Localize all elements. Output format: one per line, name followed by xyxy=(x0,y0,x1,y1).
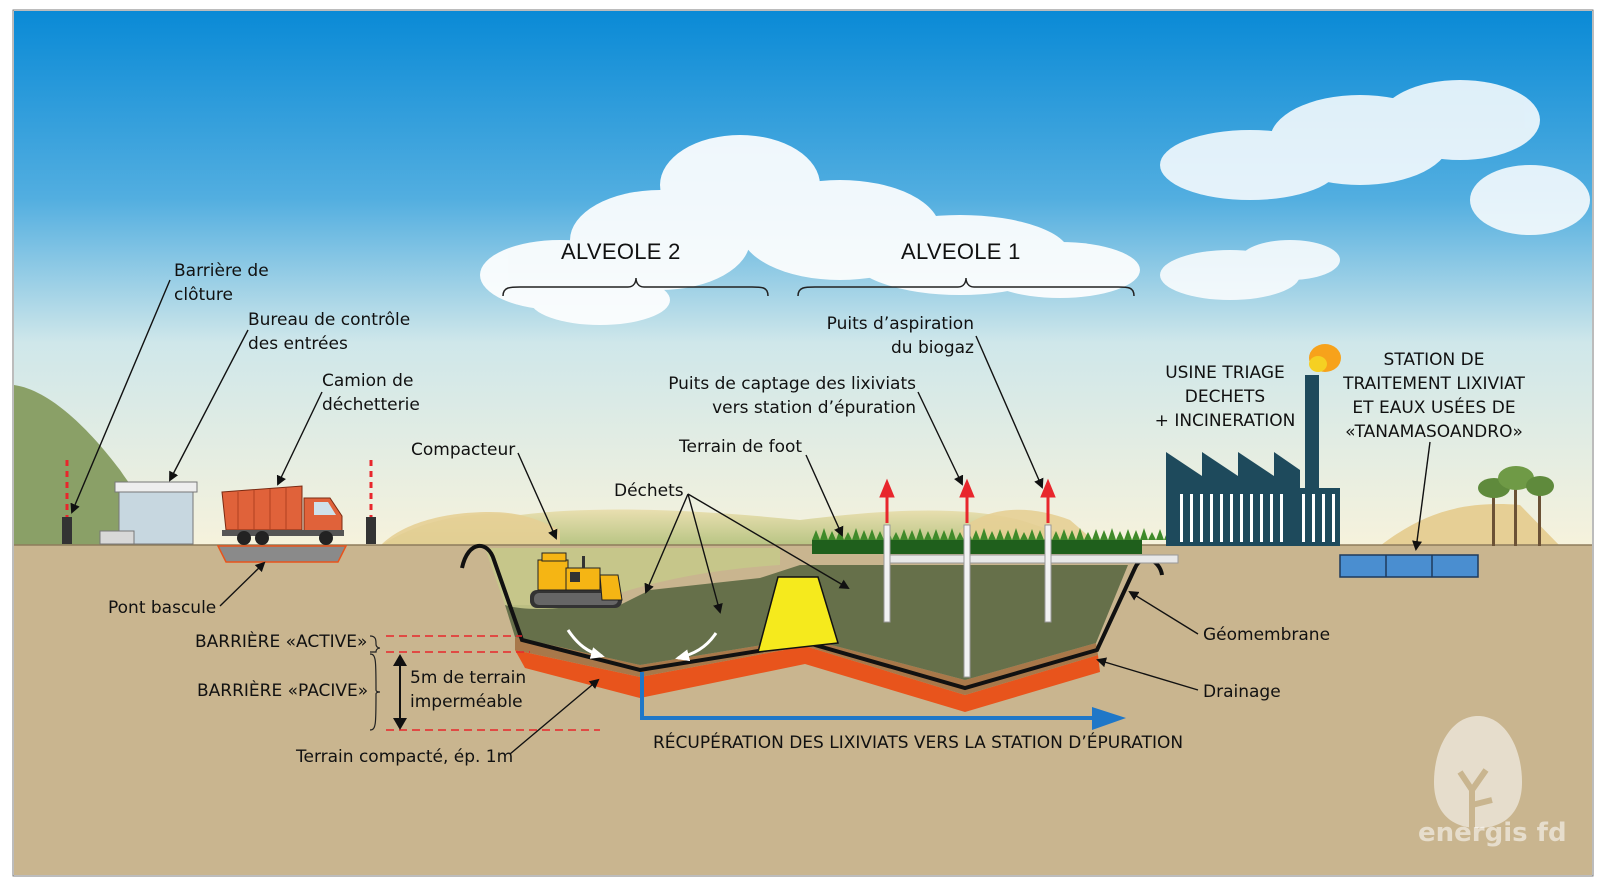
garbage-truck-icon xyxy=(221,485,344,545)
dechets-label: Déchets xyxy=(614,481,684,501)
well-3 xyxy=(1044,524,1052,623)
flow-arrow-left xyxy=(566,629,605,659)
treatment-basins-icon xyxy=(1339,554,1479,578)
brace-alveole-1 xyxy=(797,277,1135,297)
compacted-layer xyxy=(515,646,1100,712)
well-1 xyxy=(883,524,891,623)
brace-passive xyxy=(369,653,381,731)
fence-barrier-icon xyxy=(62,460,376,544)
terrain-compacte-label: Terrain compacté, ép. 1m xyxy=(296,747,514,767)
compactor-icon xyxy=(530,552,623,608)
factory-icon xyxy=(1166,375,1340,546)
brace-alveole-2 xyxy=(502,277,769,297)
leachate-flow-arrow xyxy=(640,672,1126,730)
frame xyxy=(12,9,1594,877)
separation-dike xyxy=(756,576,839,653)
barriere-active-label: BARRIÈRE «ACTIVE» xyxy=(195,632,368,652)
barriere-passive-label: BARRIÈRE «PACIVE» xyxy=(197,681,369,701)
weighbridge-icon xyxy=(216,545,348,563)
flow-arrow-right xyxy=(675,632,718,662)
well-2 xyxy=(963,524,971,678)
collection-pipe xyxy=(887,554,1179,564)
cloud-right xyxy=(1160,80,1590,300)
compacteur-label: Compacteur xyxy=(411,440,516,460)
pointer-lines xyxy=(70,279,1431,755)
football-field xyxy=(812,528,1180,554)
control-office-icon xyxy=(99,481,198,545)
recuperation-label: RÉCUPÉRATION DES LIXIVIATS VERS LA STATI… xyxy=(653,733,1184,753)
depth-double-arrow xyxy=(393,654,407,730)
cloud-center xyxy=(480,135,1140,325)
watermark-text: energis fd xyxy=(1418,818,1567,848)
drainage-layer xyxy=(515,637,1098,695)
biogaz-arrow xyxy=(879,478,1056,523)
trees-icon xyxy=(1478,466,1554,546)
pont-bascule-label: Pont bascule xyxy=(108,598,217,618)
energis-logo-icon xyxy=(1434,716,1522,828)
drainage-label: Drainage xyxy=(1203,682,1281,702)
terrain-foot-label: Terrain de foot xyxy=(679,437,803,457)
brace-active xyxy=(369,635,381,653)
flame-icon xyxy=(1309,344,1341,372)
alveole-2-title: ALVEOLE 2 xyxy=(561,239,681,264)
geomembrane-label: Géomembrane xyxy=(1203,625,1331,645)
alveole-1-title: ALVEOLE 1 xyxy=(901,239,1021,264)
